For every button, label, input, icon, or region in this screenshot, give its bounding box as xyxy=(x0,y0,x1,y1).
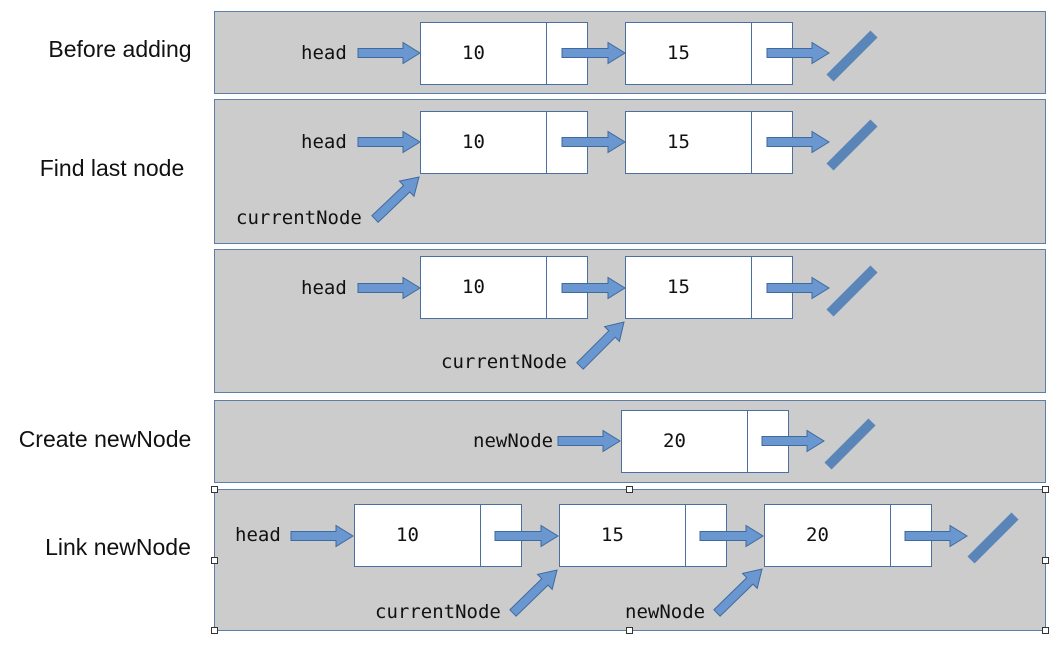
current-node-label: currentNode xyxy=(375,601,501,623)
resize-handle-bottom[interactable] xyxy=(626,627,633,634)
node-next-pointer xyxy=(751,23,793,84)
node-value: 10 xyxy=(396,524,419,546)
head-label: head xyxy=(301,277,347,299)
new-node-label: newNode xyxy=(625,601,706,623)
node-next-pointer xyxy=(751,257,793,318)
step-label-create-newnode: Create newNode xyxy=(18,426,192,452)
node-value: 20 xyxy=(806,524,829,546)
resize-handle-top-left[interactable] xyxy=(211,486,218,493)
node-value: 20 xyxy=(663,430,686,452)
node-value: 15 xyxy=(667,276,690,298)
list-node: 15 xyxy=(625,256,793,319)
node-next-pointer xyxy=(751,112,793,173)
list-node: 20 xyxy=(621,410,789,473)
node-next-pointer xyxy=(890,505,932,566)
node-next-pointer xyxy=(685,505,727,566)
node-next-pointer xyxy=(546,112,588,173)
resize-handle-top[interactable] xyxy=(626,486,633,493)
list-node: 15 xyxy=(559,504,727,567)
head-label: head xyxy=(301,131,347,153)
resize-handle-bottom-right[interactable] xyxy=(1042,627,1049,634)
resize-handle-top-right[interactable] xyxy=(1042,486,1049,493)
list-node: 10 xyxy=(420,256,588,319)
step-label-find-last-node: Find last node xyxy=(39,155,185,181)
list-node: 20 xyxy=(764,504,932,567)
list-node: 15 xyxy=(625,111,793,174)
list-node: 10 xyxy=(354,504,522,567)
resize-handle-bottom-left[interactable] xyxy=(211,627,218,634)
node-next-pointer xyxy=(747,411,789,472)
node-value: 15 xyxy=(667,42,690,64)
node-next-pointer xyxy=(546,23,588,84)
node-value: 15 xyxy=(601,524,624,546)
list-node: 10 xyxy=(420,22,588,85)
node-value: 10 xyxy=(462,276,485,298)
head-label: head xyxy=(301,42,347,64)
new-node-label: newNode xyxy=(473,430,554,452)
current-node-label: currentNode xyxy=(236,207,362,229)
resize-handle-right[interactable] xyxy=(1042,557,1049,564)
step-label-before-adding: Before adding xyxy=(48,36,192,62)
resize-handle-left[interactable] xyxy=(211,557,218,564)
step-label-link-newnode: Link newNode xyxy=(45,534,191,560)
list-node: 10 xyxy=(420,111,588,174)
node-next-pointer xyxy=(480,505,522,566)
node-value: 15 xyxy=(667,131,690,153)
head-label: head xyxy=(235,524,281,546)
current-node-label: currentNode xyxy=(441,351,567,373)
node-next-pointer xyxy=(546,257,588,318)
list-node: 15 xyxy=(625,22,793,85)
node-value: 10 xyxy=(462,42,485,64)
node-value: 10 xyxy=(462,131,485,153)
